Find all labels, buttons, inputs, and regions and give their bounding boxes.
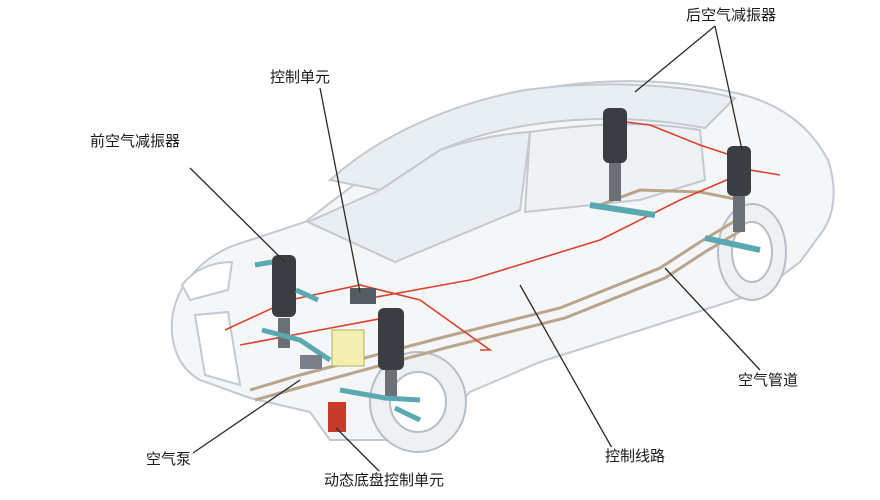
roof-glass bbox=[327, 83, 737, 192]
leader-abc-unit bbox=[335, 427, 381, 473]
grille bbox=[193, 310, 242, 387]
leader-lines bbox=[189, 25, 761, 473]
control-wiring-label: 控制线路 bbox=[603, 447, 668, 465]
front-right-air-strut bbox=[339, 308, 422, 423]
leader-rear-strut-1 bbox=[634, 25, 716, 93]
air-line-label: 空气管道 bbox=[736, 371, 801, 389]
leader-air-pump bbox=[189, 379, 301, 456]
rear-left-air-strut bbox=[589, 108, 656, 218]
abc-control-unit-box bbox=[328, 402, 346, 432]
rear-right-air-strut bbox=[704, 146, 761, 253]
front-left-air-strut bbox=[254, 255, 332, 363]
headlight bbox=[180, 260, 234, 302]
leader-control-unit bbox=[319, 87, 361, 293]
front-air-strut-label: 前空气减振器 bbox=[88, 132, 183, 150]
abc-control-unit-label: 动态底盘控制单元 bbox=[322, 471, 447, 489]
control-unit-box bbox=[350, 288, 376, 304]
air-pump-label: 空气泵 bbox=[144, 450, 194, 468]
leader-control-wiring bbox=[519, 284, 613, 449]
leader-air-line bbox=[664, 267, 761, 371]
air-pump-body bbox=[300, 355, 322, 369]
leader-front-strut bbox=[189, 167, 286, 263]
control-unit-label: 控制单元 bbox=[268, 68, 333, 86]
rear-air-strut-label: 后空气减振器 bbox=[684, 6, 779, 24]
leader-rear-strut-2 bbox=[714, 25, 743, 151]
reservoir bbox=[331, 329, 365, 367]
